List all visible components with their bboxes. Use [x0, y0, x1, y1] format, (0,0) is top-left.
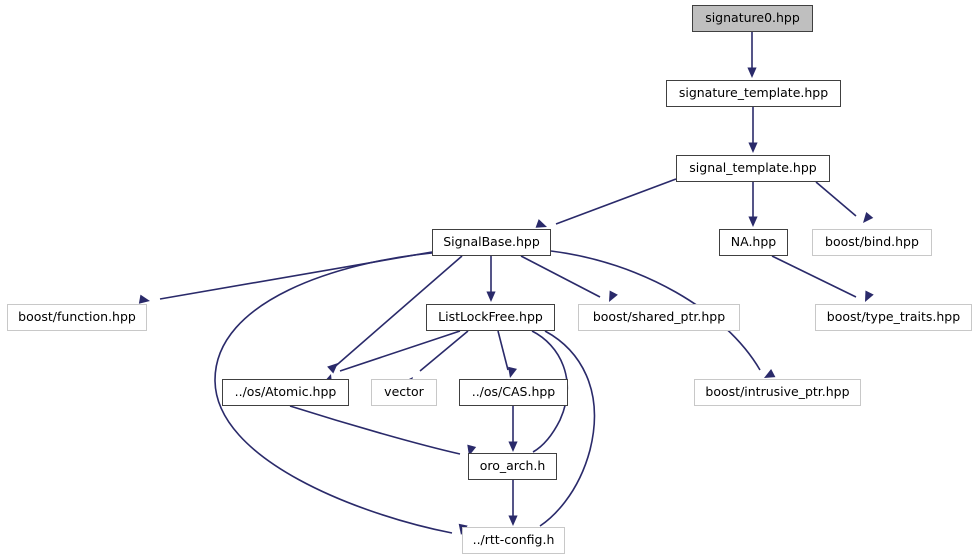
graph-edge: [539, 330, 596, 527]
graph-edge-arrowhead: [508, 441, 518, 452]
graph-node-boost_bind[interactable]: boost/bind.hpp: [812, 229, 932, 256]
graph-node-label: boost/bind.hpp: [825, 234, 919, 250]
graph-edge: [550, 250, 761, 371]
graph-edge-arrowhead: [863, 211, 874, 223]
graph-node-boost_type_traits[interactable]: boost/type_traits.hpp: [815, 304, 972, 331]
graph-edge-arrowhead: [748, 142, 758, 153]
graph-node-signalbase[interactable]: SignalBase.hpp: [432, 229, 551, 256]
graph-node-rtt_config[interactable]: ../rtt-config.h: [462, 527, 565, 554]
graph-node-label: boost/function.hpp: [18, 309, 136, 325]
graph-node-label: vector: [384, 384, 424, 400]
graph-node-label: boost/shared_ptr.hpp: [592, 309, 726, 325]
graph-node-signature_template[interactable]: signature_template.hpp: [666, 80, 841, 107]
graph-edge: [497, 330, 509, 371]
graph-edge-arrowhead: [138, 294, 150, 304]
graph-edge: [815, 181, 857, 217]
graph-edge: [330, 255, 463, 371]
graph-node-boost_intrusive[interactable]: boost/intrusive_ptr.hpp: [694, 379, 861, 406]
graph-edge-arrowhead: [486, 291, 496, 302]
graph-node-oro_arch[interactable]: oro_arch.h: [468, 453, 557, 480]
graph-edge-arrowhead: [508, 366, 518, 378]
graph-node-label: boost/intrusive_ptr.hpp: [705, 384, 850, 400]
graph-node-label: SignalBase.hpp: [443, 234, 540, 250]
graph-node-na[interactable]: NA.hpp: [719, 229, 788, 256]
graph-edge: [419, 330, 469, 372]
graph-edge: [339, 330, 461, 372]
graph-node-label: NA.hpp: [730, 234, 777, 250]
graph-node-label: signature0.hpp: [705, 10, 800, 26]
graph-edge-arrowhead: [609, 290, 618, 302]
graph-edge: [289, 405, 461, 455]
graph-node-boost_function[interactable]: boost/function.hpp: [7, 304, 147, 331]
graph-node-label: ../rtt-config.h: [472, 532, 555, 548]
graph-node-signal_template[interactable]: signal_template.hpp: [676, 155, 830, 182]
graph-edge: [520, 255, 601, 298]
graph-node-os_atomic[interactable]: ../os/Atomic.hpp: [222, 379, 349, 406]
graph-edge-arrowhead: [764, 369, 776, 378]
graph-edge-arrowhead: [747, 67, 757, 78]
graph-node-label: boost/type_traits.hpp: [826, 309, 961, 325]
graph-node-listlockfree[interactable]: ListLockFree.hpp: [426, 304, 555, 331]
graph-edge: [555, 178, 677, 225]
graph-edge-arrowhead: [748, 216, 758, 227]
graph-node-label: ListLockFree.hpp: [438, 309, 543, 325]
graph-edge-arrowhead: [327, 363, 338, 374]
graph-edge-arrowhead: [535, 219, 547, 228]
graph-node-os_cas[interactable]: ../os/CAS.hpp: [459, 379, 568, 406]
graph-edge: [531, 330, 569, 453]
graph-node-label: ../os/CAS.hpp: [471, 384, 556, 400]
graph-edge: [214, 252, 453, 534]
graph-edge: [771, 255, 857, 298]
graph-edge-arrowhead: [865, 290, 874, 302]
graph-node-vector[interactable]: vector: [371, 379, 437, 406]
graph-node-signature0[interactable]: signature0.hpp: [692, 5, 813, 32]
graph-node-label: signal_template.hpp: [689, 160, 817, 176]
graph-node-label: oro_arch.h: [479, 458, 546, 474]
graph-node-label: ../os/Atomic.hpp: [234, 384, 337, 400]
graph-node-label: signature_template.hpp: [678, 85, 829, 101]
graph-node-boost_shared_ptr[interactable]: boost/shared_ptr.hpp: [578, 304, 740, 331]
graph-edge-arrowhead: [508, 515, 518, 526]
